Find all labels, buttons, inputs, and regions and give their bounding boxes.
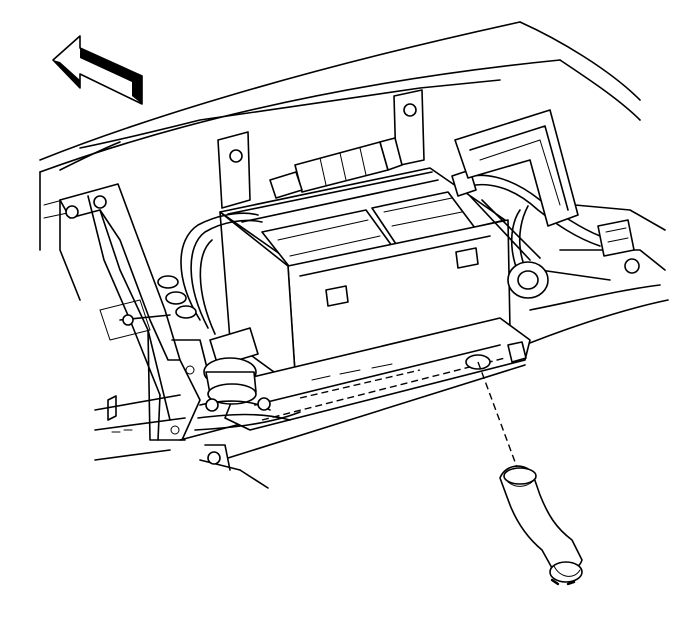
drain-tube xyxy=(477,361,583,586)
drain-tube-clamp-icon xyxy=(503,467,537,485)
drain-tube-end-icon xyxy=(549,561,583,583)
bolt-icon xyxy=(403,103,417,117)
hose-clamp-icon xyxy=(207,451,221,465)
top-actuator xyxy=(269,137,403,199)
blower-motor xyxy=(507,261,549,299)
electrical-connector xyxy=(597,219,640,274)
bolt-icon xyxy=(93,195,107,209)
wiring-harness-left xyxy=(157,212,263,335)
bolt-icon xyxy=(185,365,195,375)
hose-clamp-icon xyxy=(257,397,271,411)
lower-left-fasteners xyxy=(107,395,269,489)
left-mounting-bracket xyxy=(59,183,211,441)
bolt-icon xyxy=(122,314,134,326)
bolt-icon xyxy=(170,425,180,435)
bolt-icon xyxy=(229,149,243,163)
connector-plug-icon xyxy=(624,258,640,274)
direction-arrow-icon xyxy=(52,35,143,105)
upper-mounting-brackets xyxy=(217,89,425,209)
lower-plenum xyxy=(224,317,531,431)
heater-hoses xyxy=(194,327,301,471)
bolt-icon xyxy=(65,205,79,219)
hose-clamp-icon xyxy=(205,398,219,412)
right-air-duct xyxy=(454,109,579,227)
